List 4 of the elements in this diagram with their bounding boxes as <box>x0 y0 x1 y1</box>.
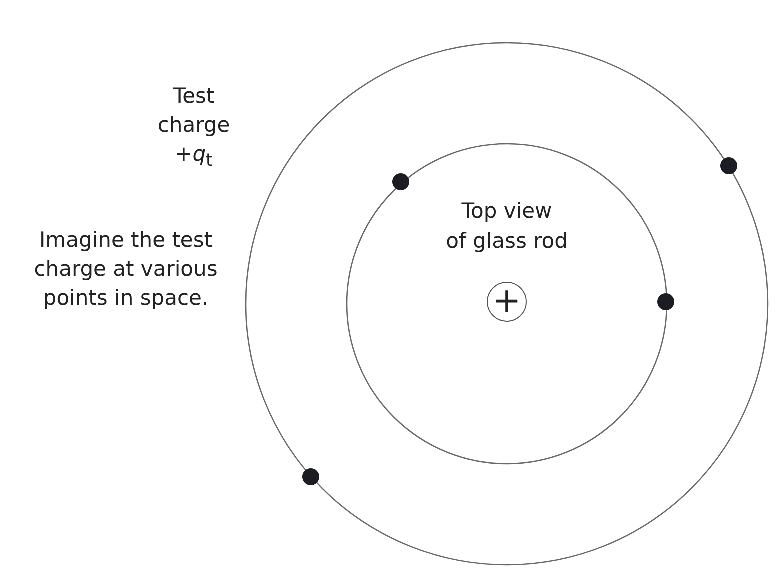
positive-charge-symbol: + <box>487 282 527 322</box>
caption-text: Top view of glass rod <box>445 198 569 255</box>
annotation-text: Imagine the test charge at various points in space. <box>33 227 219 312</box>
annotation-text: Test charge +q$_{t}$ <box>156 83 232 174</box>
